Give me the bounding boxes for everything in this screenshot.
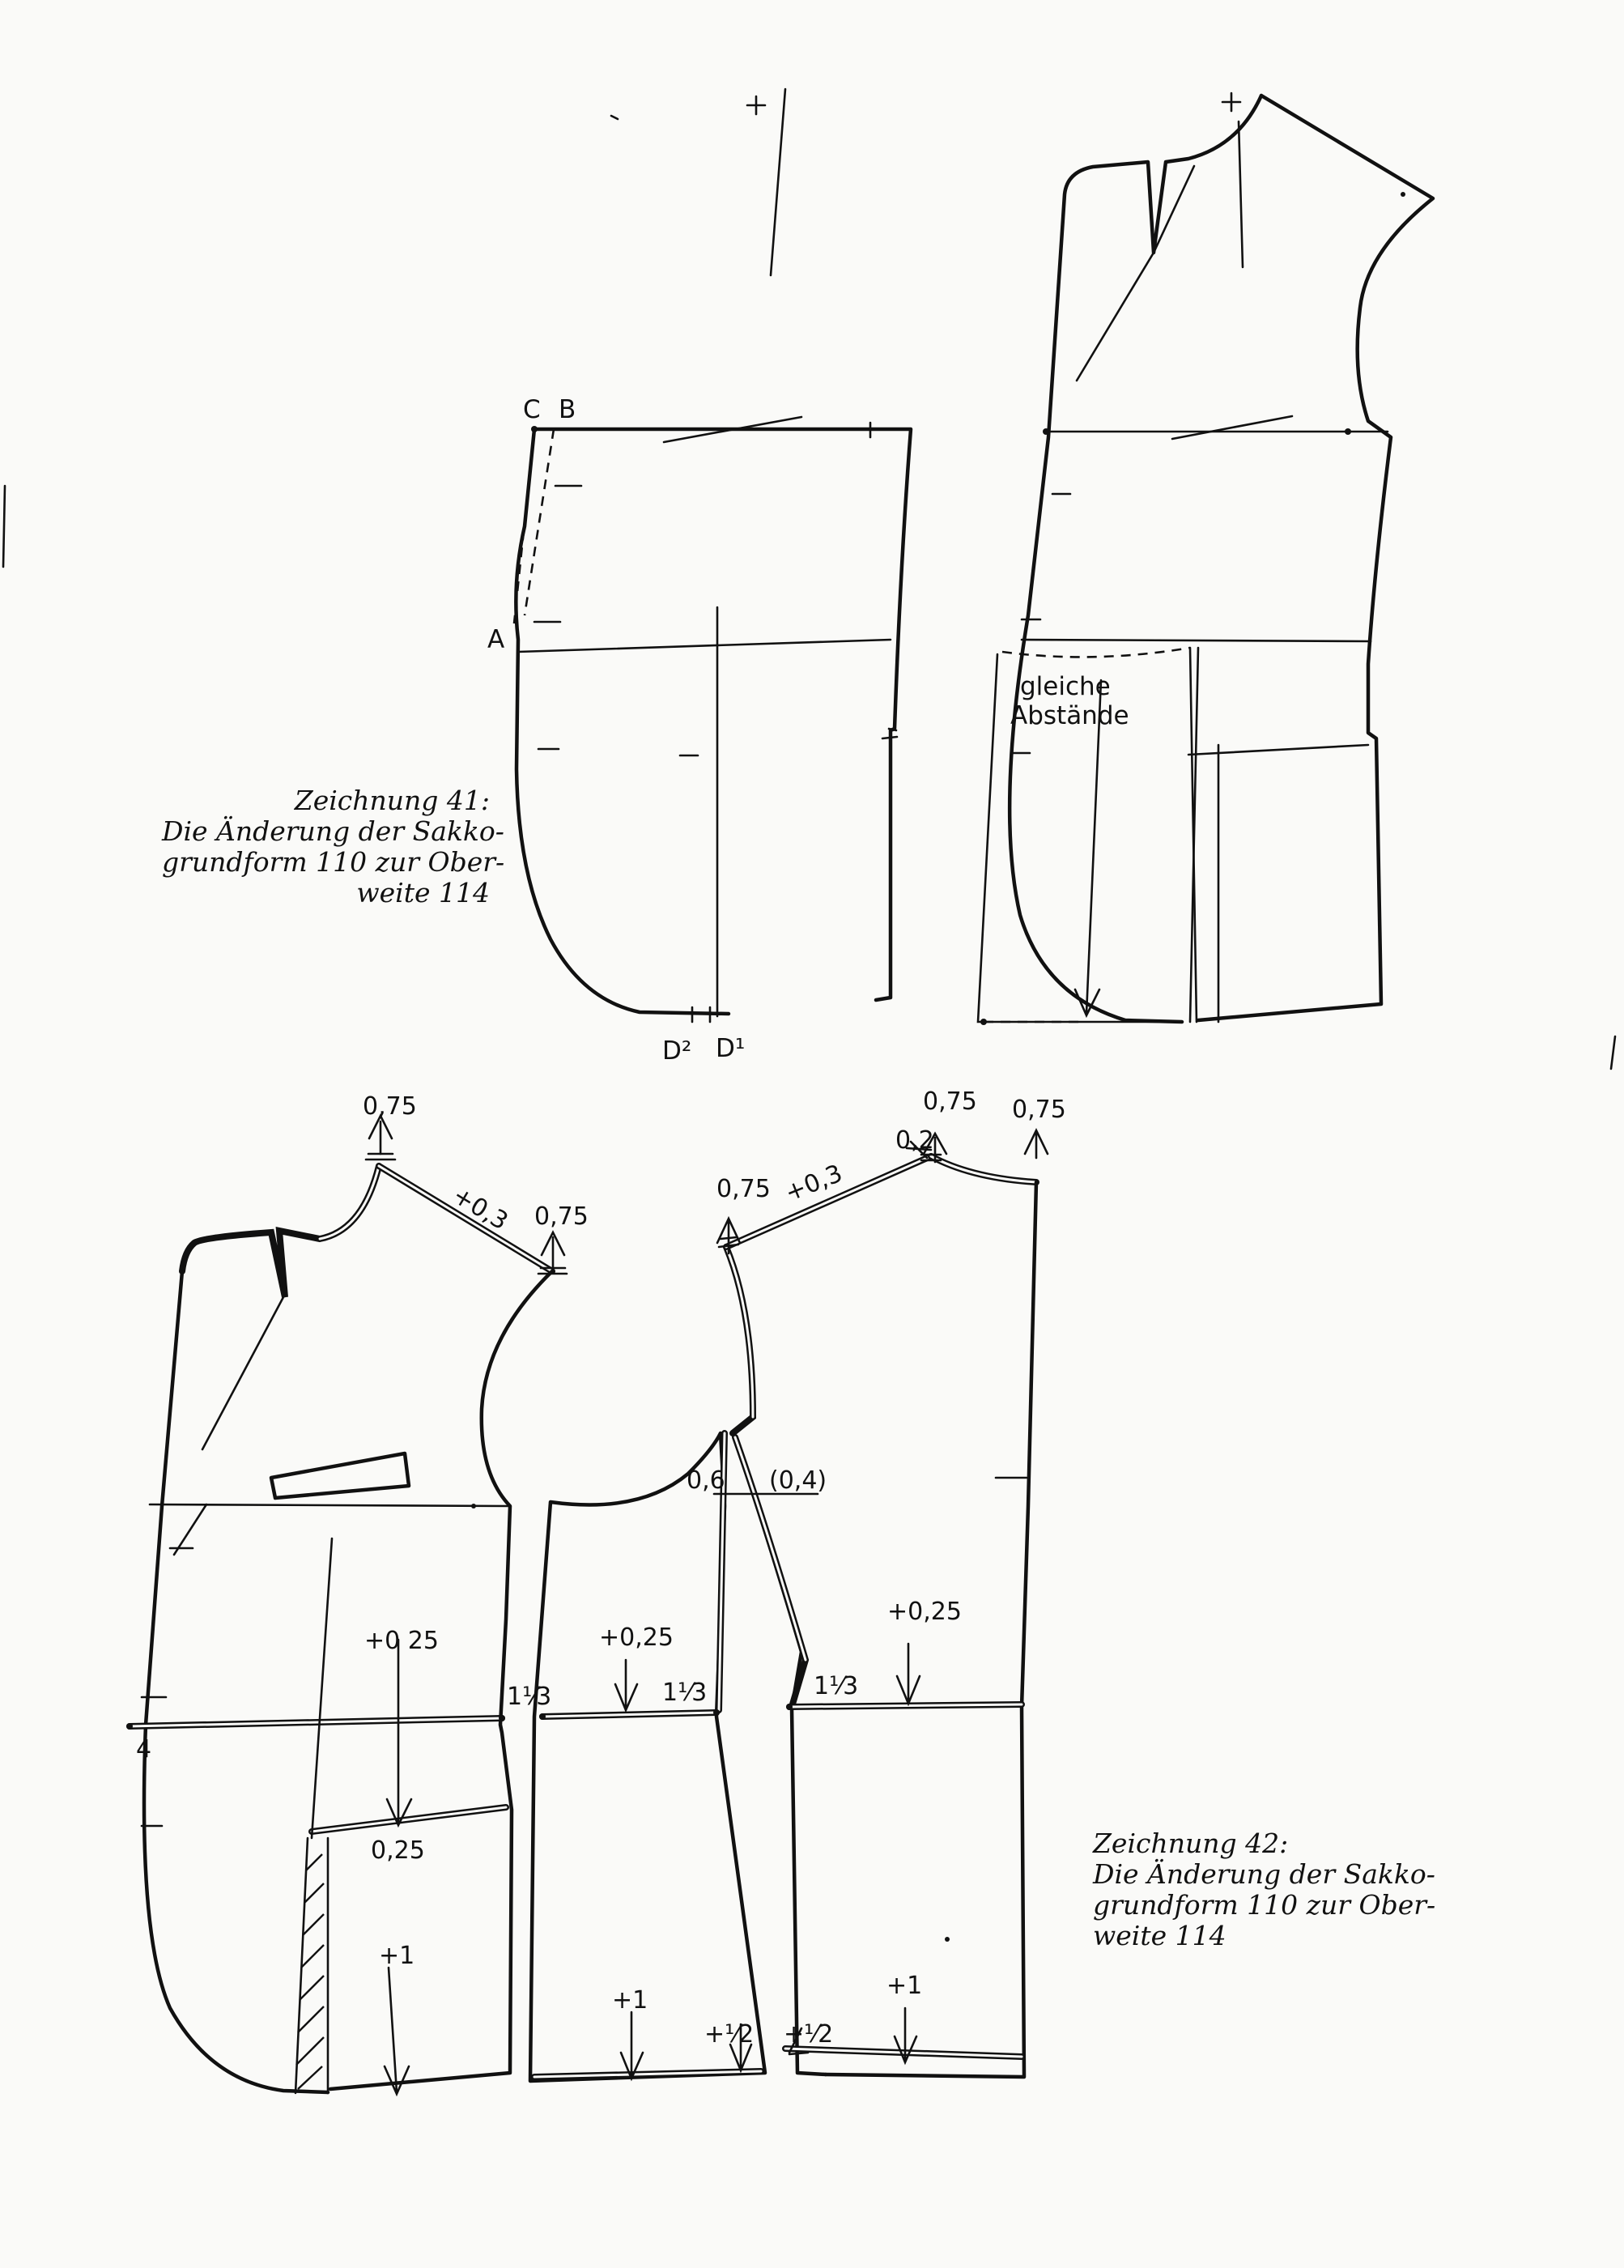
measure-front-side: 1¹⁄3 xyxy=(507,1683,551,1711)
measure-front-waist: +0 25 xyxy=(364,1627,439,1655)
measure-back-neck-inner: 0,2 xyxy=(895,1126,934,1155)
caption-41-line-3: grundform 110 zur Ober- xyxy=(162,846,505,878)
measure-back-waist: +0,25 xyxy=(887,1598,962,1626)
measure-side-hem-right: +¹⁄2 xyxy=(704,2020,754,2049)
measure-side-waist: +0,25 xyxy=(599,1623,674,1652)
measure-back-neck: 0,75 xyxy=(923,1087,977,1116)
measure-side-front-edge: 1¹⁄3 xyxy=(662,1679,707,1707)
caption-figure-42: Zeichnung 42: Die Änderung der Sakko- gr… xyxy=(1093,1828,1436,1951)
fig41-jacket-piece: gleiche Abstände xyxy=(976,91,1435,1025)
measure-front-corner: 4 xyxy=(136,1735,151,1764)
caption-42-line-2: Die Änderung der Sakko- xyxy=(1093,1858,1435,1890)
fig41-front-piece: C B A D² D¹ xyxy=(487,87,913,1066)
caption-41-line-2: Die Änderung der Sakko- xyxy=(162,815,504,847)
point-label-c: C xyxy=(523,395,541,424)
caption-41-line-4: weite 114 xyxy=(356,877,490,908)
measure-back-hem-left: +¹⁄2 xyxy=(784,2020,833,2049)
measure-back-center: 0,75 xyxy=(1012,1096,1066,1124)
caption-42-line-4: weite 114 xyxy=(1093,1920,1227,1951)
fig42-side-piece: +0,25 1¹⁄3 +1 +¹⁄2 xyxy=(528,1430,767,2083)
note-line-1: gleiche xyxy=(1020,672,1111,701)
hatch-area xyxy=(295,1853,325,2090)
point-label-a: A xyxy=(487,625,504,654)
point-label-d2: D² xyxy=(662,1036,691,1066)
note-line-2: Abstände xyxy=(1010,701,1129,730)
measure-front-pocket: 0,25 xyxy=(371,1836,425,1865)
measure-front-shoulder-top: 0,75 xyxy=(363,1092,417,1121)
caption-42-line-3: grundform 110 zur Ober- xyxy=(1093,1889,1436,1921)
measure-back-side: 1¹⁄3 xyxy=(814,1672,858,1700)
measure-armhole-left: 0,6 xyxy=(687,1466,725,1495)
measure-back-shoulder-left: 0,75 xyxy=(716,1175,771,1203)
measure-side-hem: +1 xyxy=(612,1986,648,2015)
point-label-b: B xyxy=(559,395,576,424)
caption-41-line-1: Zeichnung 41: xyxy=(294,785,490,816)
point-label-d1: D¹ xyxy=(716,1034,745,1063)
measure-front-shoulder-end: 0,75 xyxy=(534,1202,589,1231)
fig42-back-piece: 0,75 +0,3 0,2 0,75 0,75 +0,25 1¹⁄3 +1 +¹… xyxy=(687,1087,1066,2079)
measure-armhole-right: (0,4) xyxy=(769,1466,827,1495)
measure-back-hem: +1 xyxy=(886,1972,922,2000)
measure-front-hem: +1 xyxy=(379,1942,415,1970)
caption-figure-41: Zeichnung 41: Die Änderung der Sakko- gr… xyxy=(162,785,505,908)
fig42-front-piece: 0,75 +0,3 0,75 +0 25 1¹⁄3 0,25 +1 4 xyxy=(126,1092,589,2097)
caption-42-line-1: Zeichnung 42: xyxy=(1093,1828,1289,1859)
